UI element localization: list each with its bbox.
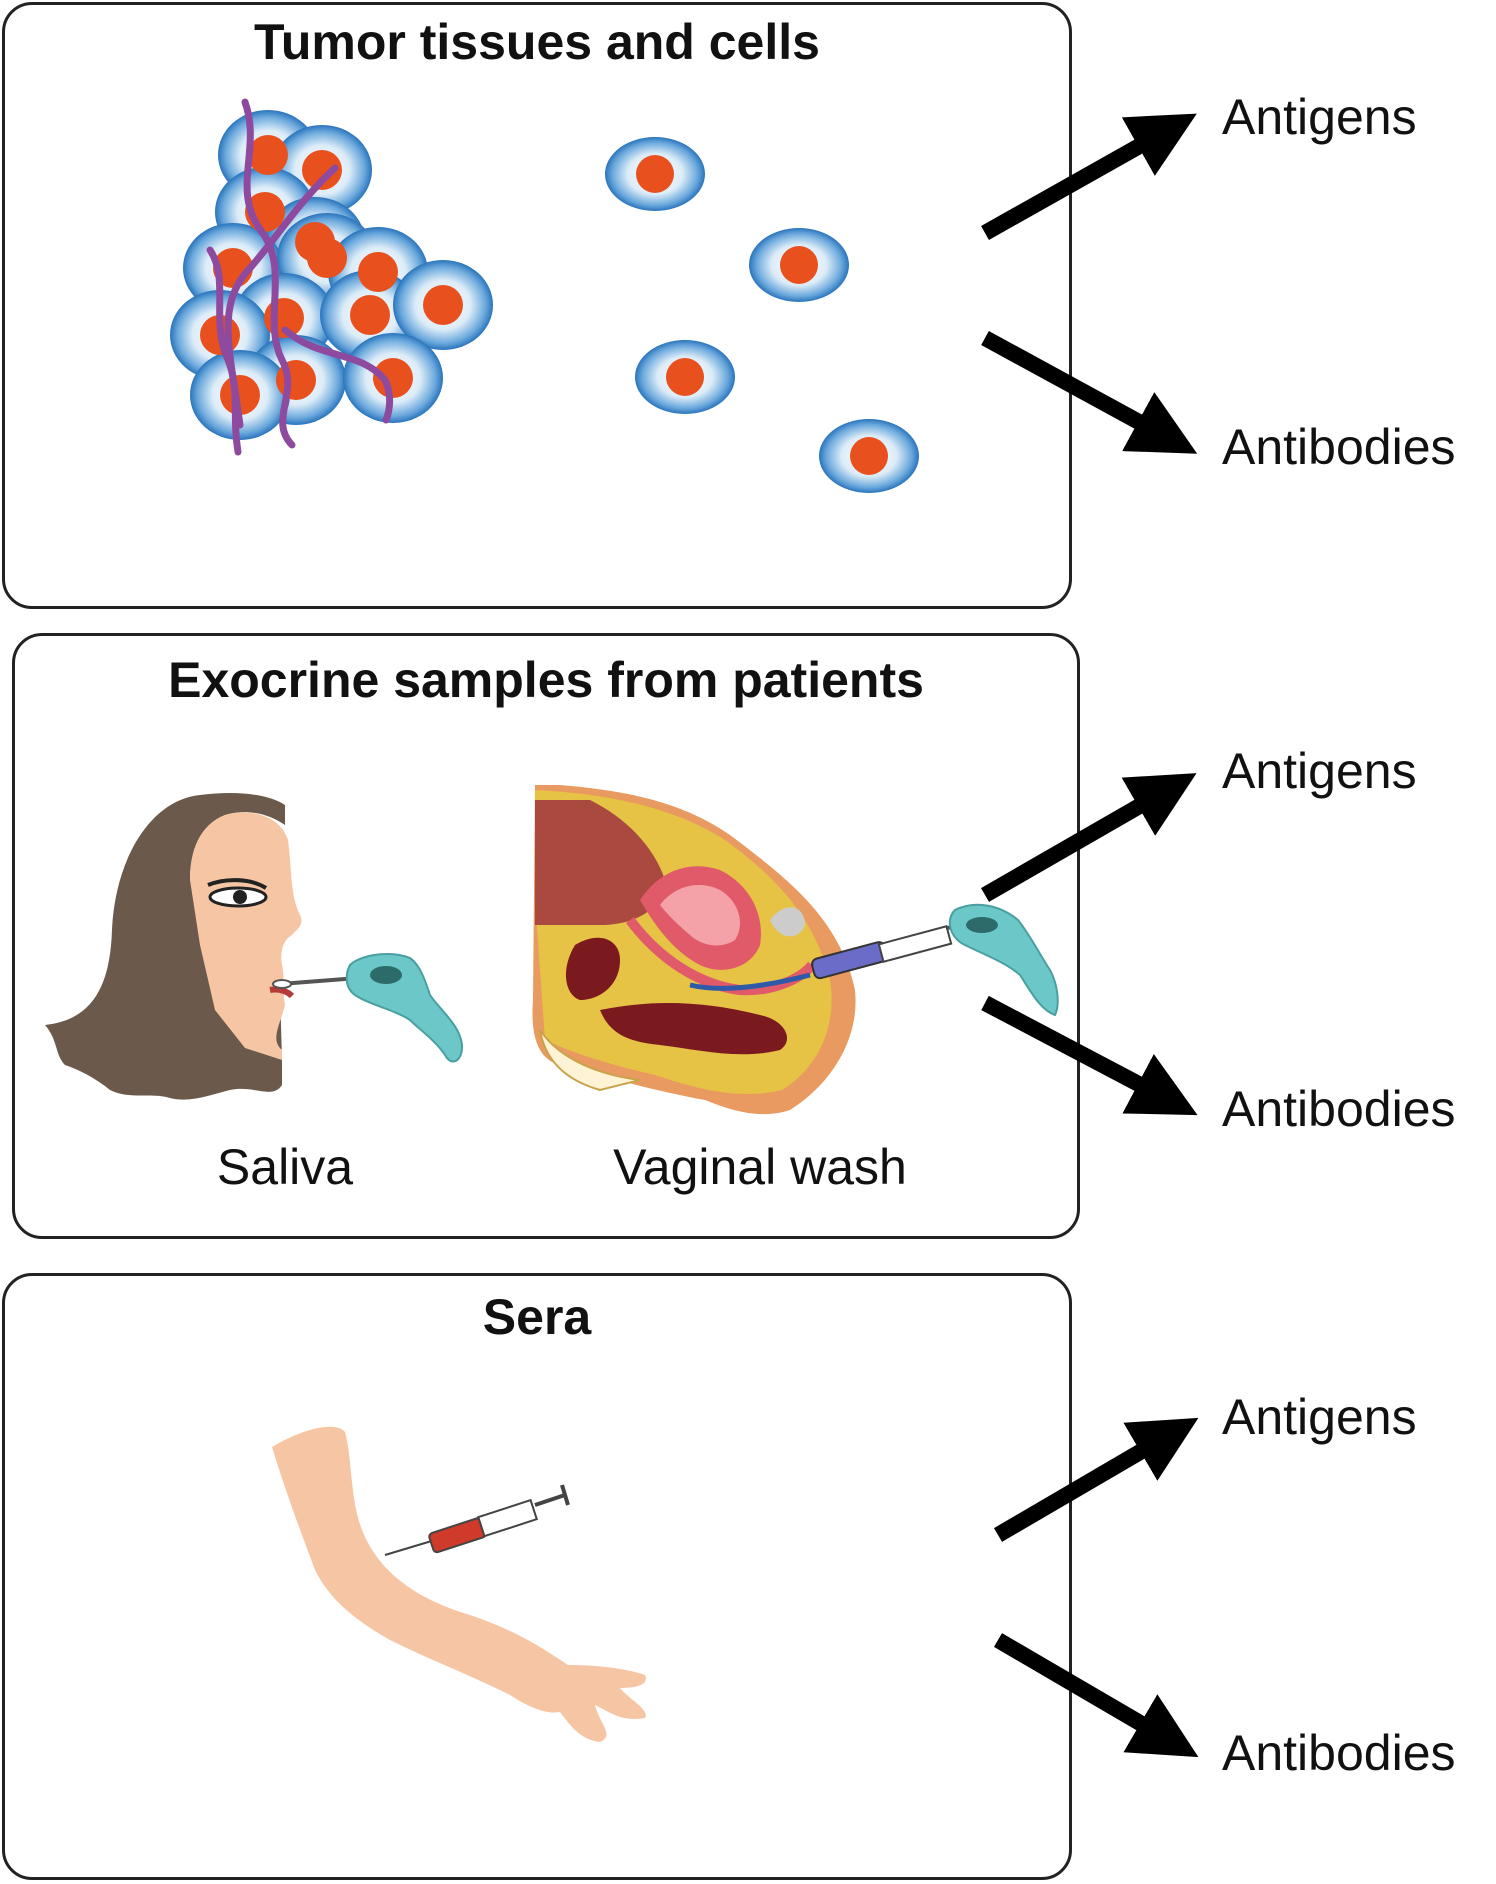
panel-sera: Sera — [2, 1273, 1072, 1880]
arm-syringe-icon — [272, 1426, 646, 1742]
cluster-cell-nucleus — [358, 252, 398, 292]
saliva-label: Saliva — [216, 1139, 354, 1195]
panel-title-tumor: Tumor tissues and cells — [254, 14, 820, 70]
panel-tumor-tissues: Tumor tissues and cells — [2, 2, 1072, 609]
cluster-cell-nucleus — [373, 358, 413, 398]
cluster-cell-nucleus — [307, 238, 347, 278]
pelvic-section-icon — [532, 785, 1059, 1115]
cluster-cell-nucleus — [248, 135, 288, 175]
output-antigens-exocrine: Antigens — [1222, 743, 1417, 799]
panel-title-sera: Sera — [482, 1289, 592, 1345]
vaginal-wash-label: Vaginal wash — [613, 1139, 907, 1195]
output-antibodies-tumor: Antibodies — [1222, 419, 1456, 475]
face-swab-icon — [45, 793, 464, 1100]
panel-title-exocrine: Exocrine samples from patients — [168, 652, 924, 708]
output-antibodies-sera: Antibodies — [1222, 1725, 1456, 1781]
single-cell-icon — [605, 137, 919, 493]
cluster-cell-nucleus — [350, 295, 390, 335]
output-antigens-tumor: Antigens — [1222, 89, 1417, 145]
arrow-icon — [981, 113, 1199, 1758]
output-antibodies-exocrine: Antibodies — [1222, 1081, 1456, 1137]
cluster-cell-nucleus — [423, 285, 463, 325]
cluster-cell-nucleus — [220, 375, 260, 415]
output-antigens-sera: Antigens — [1222, 1389, 1417, 1445]
cluster-cell-nucleus — [302, 150, 342, 190]
tumor-cell-cluster-icon — [170, 98, 493, 456]
